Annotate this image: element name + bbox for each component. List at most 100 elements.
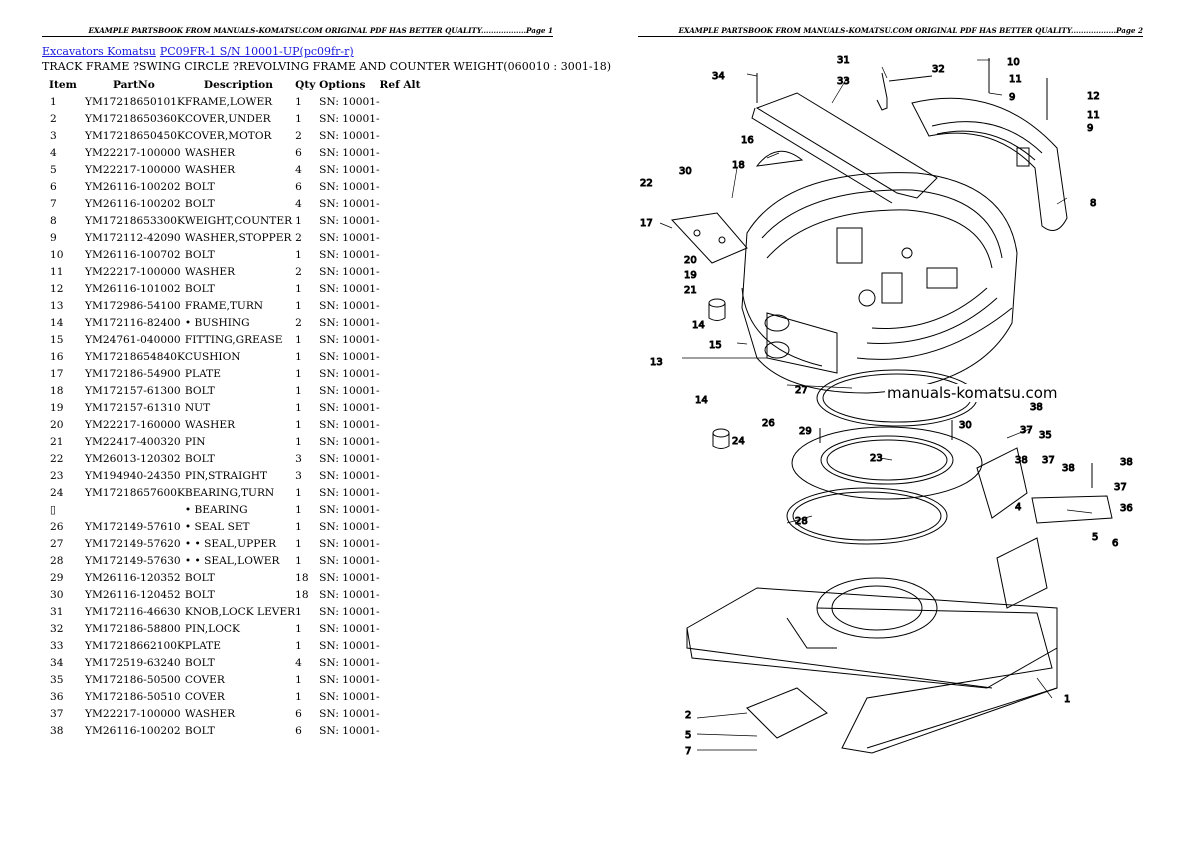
cell-item: 24	[50, 486, 64, 499]
callout-9b: 9	[1087, 123, 1093, 134]
cell-description: COVER,MOTOR	[184, 129, 272, 142]
cell-partno: YM172116-82400	[85, 316, 181, 329]
cell-description: WASHER	[184, 418, 236, 431]
cell-qty: 1	[295, 401, 302, 414]
cell-refalt	[380, 637, 421, 654]
callout-37c: 37	[1114, 482, 1127, 493]
cell-item: 35	[50, 673, 64, 686]
cell-description: BOLT	[184, 197, 215, 210]
callout-6: 6	[1112, 538, 1118, 549]
column-header-partno: PartNo	[113, 79, 155, 91]
cell-refalt	[380, 467, 421, 484]
cell-qty: 6	[295, 180, 302, 193]
cell-partno: YM17218650450K	[85, 129, 185, 142]
cell-item: 19	[50, 401, 64, 414]
under-cover-2	[746, 687, 828, 739]
callout-16: 16	[741, 135, 754, 146]
cell-refalt	[380, 178, 421, 195]
cell-refalt	[380, 620, 421, 637]
diagram-drawing: 34 31 33 32 10 11 9 12 11 9 8 16 18 30 2…	[640, 55, 1134, 758]
cell-description: • SEAL SET	[184, 520, 250, 533]
callout-38b: 38	[1015, 455, 1028, 466]
column-header-qty: Qty	[295, 79, 316, 91]
cell-refalt	[380, 93, 421, 110]
cell-options: SN: 10001-	[319, 520, 380, 533]
motor-cover-35	[976, 447, 1028, 519]
cell-options: SN: 10001-	[319, 350, 380, 363]
cell-options: SN: 10001-	[319, 724, 380, 737]
cell-item: 18	[50, 384, 64, 397]
cell-partno: YM26116-100202	[85, 197, 181, 210]
parts-table: Item PartNo Description Qty Options Ref …	[42, 77, 420, 739]
cell-description: BOLT	[184, 588, 215, 601]
cell-item: 8	[50, 214, 57, 227]
cell-refalt	[380, 110, 421, 127]
cell-refalt	[380, 161, 421, 178]
motor-cover-4	[1031, 495, 1113, 524]
table-header-row: Item PartNo Description Qty Options Ref …	[42, 77, 420, 93]
cell-qty: 1	[295, 503, 302, 516]
cell-partno: YM172186-50510	[85, 690, 181, 703]
cell-item: 10	[50, 248, 64, 261]
cell-description: WASHER	[184, 265, 236, 278]
watermark: manuals-komatsu.com	[885, 384, 1060, 402]
cell-options: SN: 10001-	[319, 639, 380, 652]
breadcrumb-link-model[interactable]: PC09FR-1 S/N 10001-UP(pc09fr-r)	[159, 45, 354, 58]
cell-description: • • SEAL,UPPER	[184, 537, 277, 550]
callout-34: 34	[712, 71, 725, 82]
callout-30b: 30	[959, 420, 972, 431]
bushing-14-top	[708, 298, 726, 308]
section-title: TRACK FRAME ?SWING CIRCLE ?REVOLVING FRA…	[42, 60, 612, 73]
cell-options: SN: 10001-	[319, 214, 380, 227]
cell-refalt	[380, 314, 421, 331]
cell-description: FRAME,LOWER	[184, 95, 273, 108]
breadcrumb-link-category[interactable]: Excavators Komatsu	[42, 45, 156, 58]
cell-description: PLATE	[184, 639, 221, 652]
callout-17: 17	[640, 218, 653, 229]
cell-description: BOLT	[184, 571, 215, 584]
cell-qty: 1	[295, 333, 302, 346]
page-header: EXAMPLE PARTSBOOK FROM MANUALS-KOMATSU.C…	[638, 26, 1143, 37]
cell-description: PIN,STRAIGHT	[184, 469, 268, 482]
cell-options: SN: 10001-	[319, 503, 380, 516]
cell-item: 2	[50, 112, 57, 125]
cell-item: 1	[50, 95, 57, 108]
cell-options: SN: 10001-	[319, 401, 380, 414]
cell-qty: 3	[295, 452, 302, 465]
exploded-parts-diagram: 34 31 33 32 10 11 9 12 11 9 8 16 18 30 2…	[637, 48, 1157, 768]
callout-30: 30	[679, 166, 692, 177]
cell-partno: YM26116-100202	[85, 180, 181, 193]
cell-item: 15	[50, 333, 64, 346]
cell-refalt	[380, 603, 421, 620]
column-header-options: Options	[319, 79, 366, 91]
cell-qty: 1	[295, 95, 302, 108]
cell-options: SN: 10001-	[319, 690, 380, 703]
cell-qty: 1	[295, 367, 302, 380]
plate-17-shape	[670, 212, 748, 264]
cell-refalt	[380, 654, 421, 671]
cell-item: 6	[50, 180, 57, 193]
cell-description: WASHER,STOPPER	[184, 231, 292, 244]
cell-options: SN: 10001-	[319, 180, 380, 193]
callout-36: 36	[1120, 503, 1133, 514]
cell-item: 20	[50, 418, 64, 431]
cell-options: SN: 10001-	[319, 333, 380, 346]
callout-37: 37	[1020, 425, 1033, 436]
cell-item: 38	[50, 724, 64, 737]
callout-35: 35	[1039, 430, 1052, 441]
cell-options: SN: 10001-	[319, 469, 380, 482]
cell-options: SN: 10001-	[319, 605, 380, 618]
